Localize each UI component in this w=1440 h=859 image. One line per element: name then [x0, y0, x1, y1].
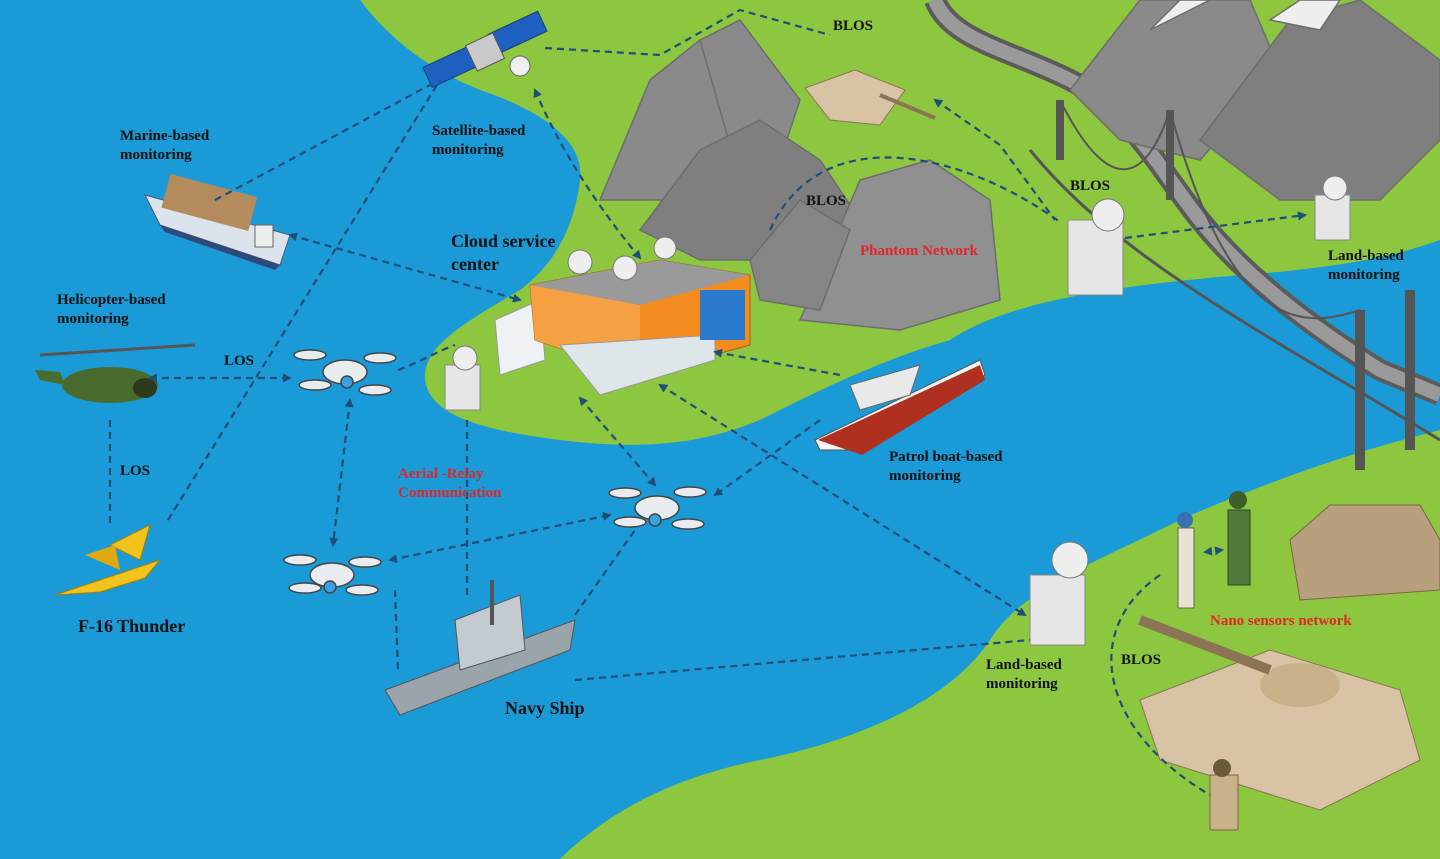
label-satellite-line1: Satellite-based [432, 123, 526, 139]
cloud-center-building [494, 236, 751, 396]
label-f16: F-16 Thunder [78, 616, 186, 636]
soldier-icon-1 [1177, 512, 1195, 609]
f16-jet-icon [54, 524, 162, 596]
label-marine-monitoring: Marine-based monitoring [120, 127, 209, 165]
label-phantom-network: Phantom Network [860, 243, 978, 259]
label-marine-line1: Marine-based [120, 128, 210, 144]
tank-icon-bottom [1138, 615, 1421, 811]
label-helicopter-line1: Helicopter-based [57, 292, 166, 308]
soldier-icon-3 [1209, 759, 1239, 831]
label-los-top: LOS [224, 353, 255, 369]
label-land-bottom-line2: monitoring [986, 675, 1058, 692]
label-marine-line2: monitoring [120, 146, 192, 163]
land-tower-icon-3 [1029, 541, 1089, 646]
label-helicopter-monitoring: Helicopter-based monitoring [57, 291, 166, 329]
mountains-left [598, 19, 1001, 331]
navy-ship-icon [384, 580, 576, 716]
label-patrol-line2: monitoring [889, 467, 961, 484]
mountains-right [1069, 0, 1440, 201]
label-blos-mid: BLOS [806, 193, 847, 209]
label-satellite-line2: monitoring [432, 141, 504, 158]
helicopter-icon [35, 343, 196, 403]
label-land-bottom-line1: Land-based [986, 657, 1062, 673]
label-blos-bottom: BLOS [1121, 652, 1162, 668]
comm-links [108, 8, 1307, 796]
label-cloud-line1: Cloud service [451, 231, 556, 251]
cargo-ship-icon [144, 173, 291, 270]
drone-icon-3 [283, 554, 382, 596]
humvee-icon [1289, 504, 1440, 601]
label-land-right-line1: Land-based [1328, 248, 1404, 264]
label-aerial-relay: Aerial -Relay Communication [398, 465, 501, 503]
label-nano-sensors: Nano sensors network [1210, 613, 1352, 629]
tank-icon-top [804, 69, 936, 126]
label-los-left: LOS [120, 463, 151, 479]
label-aerial-relay-line1: Aerial -Relay [398, 466, 484, 482]
label-aerial-relay-line2: Communication [398, 484, 502, 501]
bridge [1028, 99, 1440, 470]
label-navy-ship: Navy Ship [505, 698, 585, 718]
label-patrol-line1: Patrol boat-based [889, 449, 1003, 465]
soldier-icon-2 [1227, 491, 1251, 586]
label-land-monitoring-right: Land-based monitoring [1328, 247, 1404, 285]
label-land-right-line2: monitoring [1328, 266, 1400, 283]
land-tower-icon-1 [1067, 198, 1125, 296]
label-helicopter-line2: monitoring [57, 310, 129, 327]
drone-icon-1 [293, 349, 397, 396]
label-cloud-line2: center [451, 253, 499, 274]
label-land-monitoring-bottom: Land-based monitoring [986, 656, 1062, 694]
satellite-icon [422, 10, 548, 89]
label-blos-top: BLOS [833, 18, 874, 34]
label-cloud-center: Cloud service center [451, 230, 555, 275]
label-satellite-monitoring: Satellite-based monitoring [432, 122, 525, 160]
relay-tower-icon [444, 345, 481, 411]
label-patrol-boat-monitoring: Patrol boat-based monitoring [889, 448, 1002, 486]
label-blos-right: BLOS [1070, 178, 1111, 194]
land-tower-icon-2 [1314, 175, 1351, 241]
